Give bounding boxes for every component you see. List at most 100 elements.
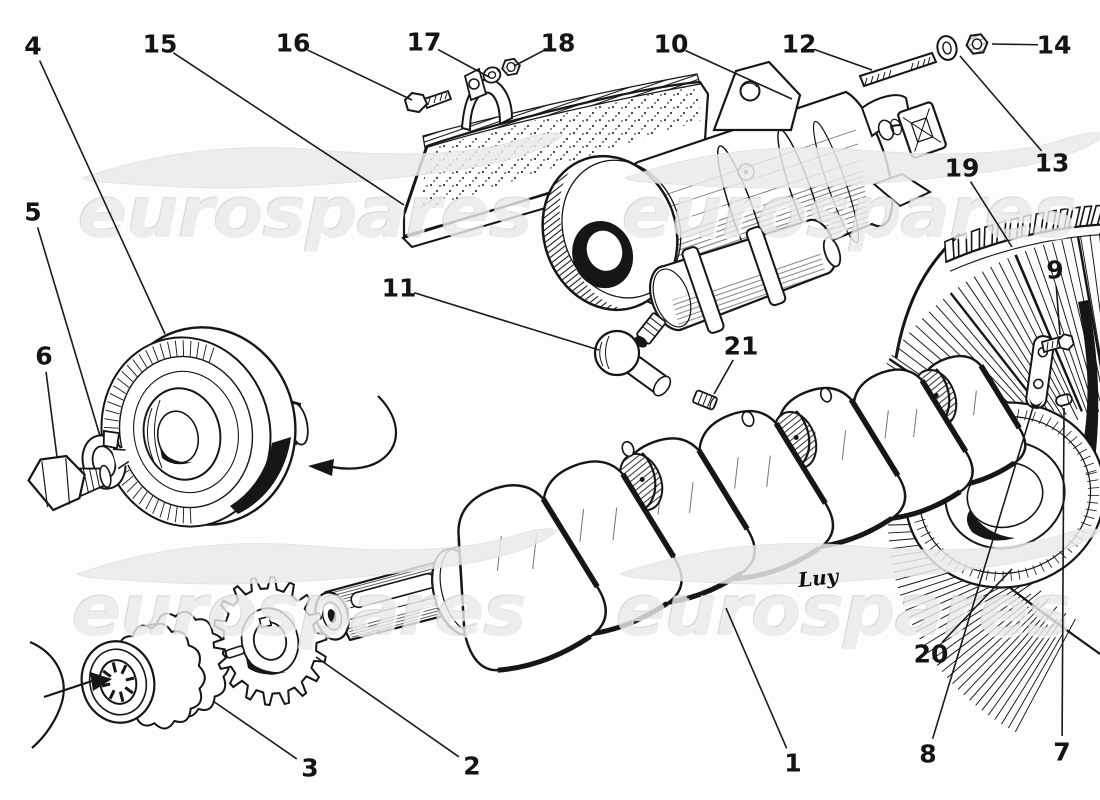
pulley-groove-tick [145,349,154,365]
ring-gear-tooth [1097,213,1100,225]
pulley-groove-tick [159,502,165,518]
pulley-groove-tick [152,346,159,362]
serration-tick [1085,469,1097,474]
pulley-groove-tick [138,491,148,505]
pulley-groove-tick [159,343,165,360]
crank-web-edge [696,448,750,531]
crank-web-edge [848,398,901,477]
flywheel-radial-line [919,584,1014,640]
serration-tick [1083,462,1095,468]
pulley-groove-tick [167,341,172,358]
serration-tick [1083,515,1095,519]
woodruff-key [225,645,245,659]
pulley-groove-tick [105,409,120,415]
callout-10: 10 [653,29,689,59]
crank-web-edge [540,497,600,589]
ring-gear-tooth [965,233,968,254]
dowel-pin [1055,393,1073,407]
callout-2: 2 [463,751,481,781]
spline-tick [102,669,112,678]
pulley-groove-tick [174,340,178,357]
serration-tick [1080,455,1091,461]
callout-15: 15 [142,29,178,59]
ring-gear-tooth [952,238,955,259]
serration-tick [1085,471,1097,476]
ring-gear-inner [949,234,1100,272]
spline-tick [125,676,135,682]
spline-tick [108,689,116,700]
flywheel-radial-line [1033,247,1089,405]
serration-tick [1045,417,1052,428]
flange-bolt [1040,333,1075,354]
callout-14: 14 [1036,30,1072,60]
oil-hole [793,434,799,440]
ring-gear-tooth [1040,212,1045,233]
pulley-hex-plug [27,454,112,512]
flywheel-radial-line [1079,235,1100,356]
serration-tick [1080,521,1092,527]
serration-tick [1038,414,1044,425]
ring-gear [944,204,1100,272]
ring-gear-tooth [1067,206,1082,229]
stud-nut [965,33,989,55]
pulley-groove-tick [107,401,122,408]
flywheel-hub-arc [1007,585,1100,655]
ring-gear-tooth [1078,205,1093,228]
flywheel-radial-line [923,583,1025,647]
pulley-groove-tick [167,504,172,521]
flywheel-radial-line [981,624,1049,711]
flywheel-shadow [1076,300,1099,474]
ring-gear-tooth [1016,217,1020,238]
spline-tick [118,691,125,703]
callout-20: 20 [913,639,949,669]
serration-tick [1087,501,1099,504]
flywheel-radial-line [1007,625,1068,729]
callout-12: 12 [781,29,817,59]
callout-7: 7 [1053,737,1071,767]
flywheel-radial-line [1042,244,1090,394]
pulley-groove-tick [104,426,119,429]
pulley-groove-tick [132,486,143,499]
serration-tick [1068,436,1078,444]
ring-gear-tooth [1052,210,1057,231]
pulley-groove-tick [189,507,192,524]
stud-washer [936,35,958,61]
callout-6: 6 [35,341,53,371]
pulley-groove-tick [138,354,148,369]
callout-17: 17 [406,27,442,57]
spline-tick [124,686,134,695]
polish-mark [579,507,618,542]
serration-tick [914,518,926,523]
oil-hole [639,476,645,482]
ring-gear-tooth [1086,205,1093,226]
callout-13: 13 [1034,148,1070,178]
callout-19: 19 [944,153,980,183]
clamp-nut [501,57,521,77]
callout-11: 11 [381,273,417,303]
flywheel-radial-line [975,606,1058,706]
pulley-groove-tick [132,359,143,373]
artist-signature: Luy [796,563,840,593]
pulley-groove-tick [202,344,207,360]
callout-3: 3 [301,753,319,783]
pulley-groove-tick [116,377,130,389]
ring-gear-tooth [1028,214,1032,236]
ring-gear-tooth [1063,208,1069,229]
callout-21: 21 [723,331,759,361]
flywheel-sector-line [1076,236,1100,369]
callout-1: 1 [784,748,802,778]
ring-gear-tooth [991,224,994,245]
flywheel-radial-line [1089,234,1100,314]
pulley-groove-tick [121,475,134,486]
starter-solenoid [634,218,842,348]
serration-tick [1072,442,1083,450]
pulley-groove-tick [182,340,185,357]
callout-9: 9 [1046,255,1064,285]
serration-tick [1087,487,1100,489]
crankshaft [314,354,1027,673]
timing-gear-hub [240,607,300,675]
spline-tick [111,661,118,673]
pulley-groove-tick [145,495,154,510]
serration-tick [1051,421,1059,431]
flywheel-radial-line [990,266,1066,405]
